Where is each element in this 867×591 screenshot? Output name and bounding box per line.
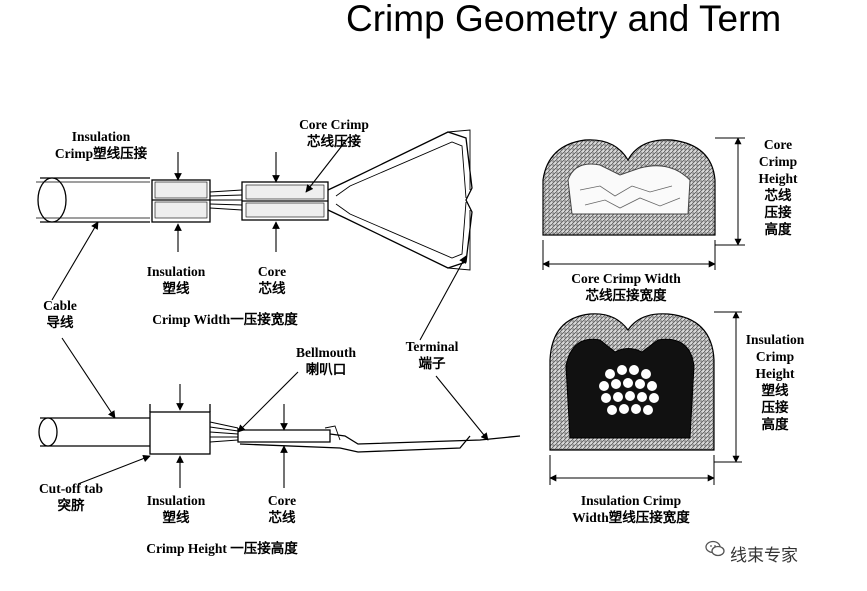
wechat-icon xyxy=(705,540,725,557)
side-view-terminal xyxy=(38,404,521,455)
label-crimp-height: Crimp Height 一压接高度 xyxy=(146,541,298,556)
page-title: Crimp Geometry and Term xyxy=(346,0,782,39)
core-crimp-cross-section xyxy=(542,139,716,236)
top-view-terminal xyxy=(36,129,473,271)
label-crimp-width: Crimp Width一压接宽度 xyxy=(152,312,298,327)
watermark-text: 线束专家 xyxy=(730,546,798,566)
insulation-crimp-cross-section xyxy=(549,313,715,451)
